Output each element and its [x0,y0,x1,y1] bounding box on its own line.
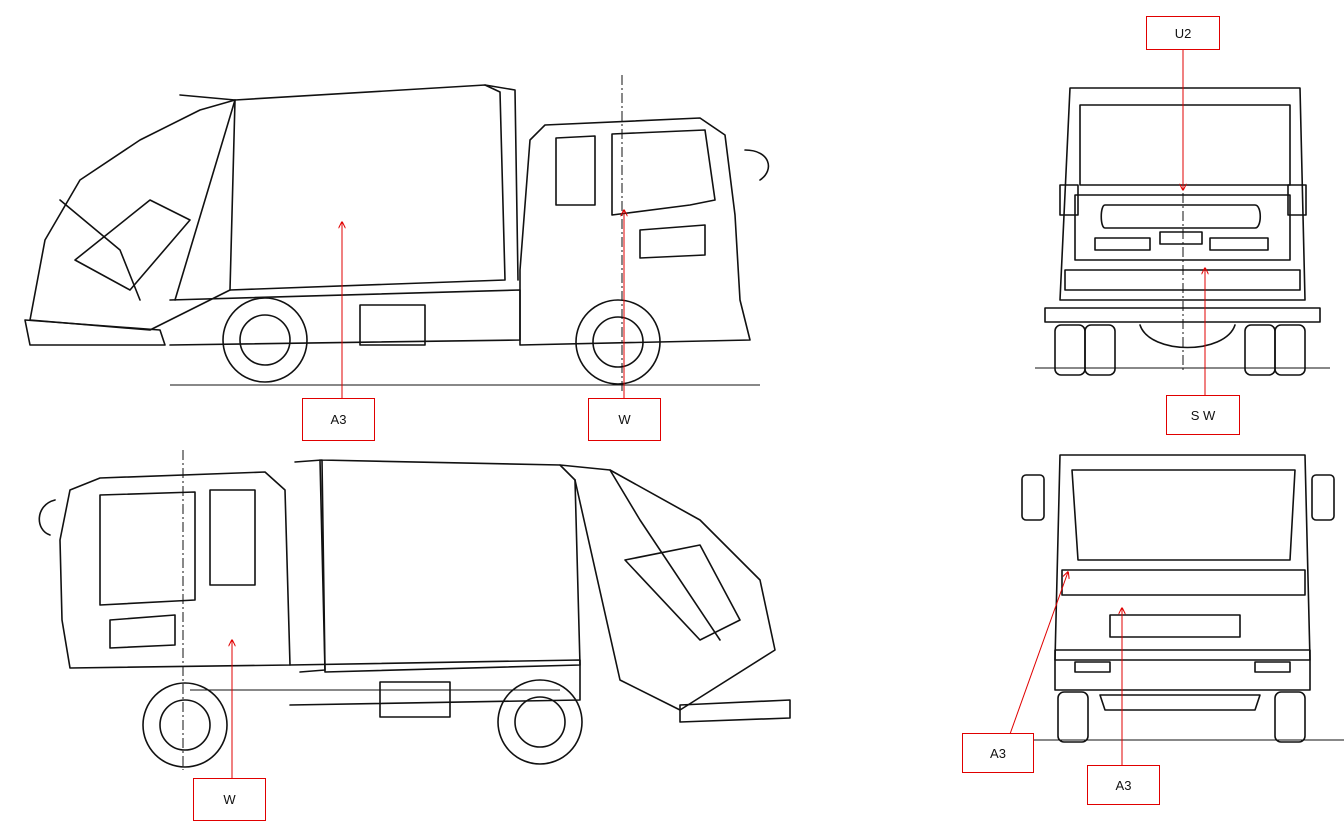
cab-window-rear [555,135,596,206]
label-front-center: A3 [1087,765,1160,805]
rear-view [1035,85,1330,376]
callout-arrows [232,50,1205,778]
cab-window-rear [209,489,256,586]
windshield [1071,469,1296,561]
rear-body [1059,87,1306,301]
label-rear-top: U2 [1146,16,1220,50]
wheel [222,297,308,383]
body-box [319,459,581,673]
wheel [142,682,228,768]
label-left-body: A3 [302,398,375,441]
wheel [575,299,661,385]
cab-window-front [611,129,716,216]
label-front-left: A3 [962,733,1034,773]
wheel [497,679,583,765]
side-view-cab-right [24,75,770,392]
front-view [1020,454,1344,743]
lift-arm [559,464,776,711]
cab-front [1054,454,1311,661]
side-view-cab-left [38,450,791,770]
cab [519,117,751,346]
cab-window-front [99,491,196,606]
body-box [229,84,506,291]
label-left-door: W [588,398,661,441]
label-right-door: W [193,778,266,821]
label-rear-bottom: S W [1166,395,1240,435]
